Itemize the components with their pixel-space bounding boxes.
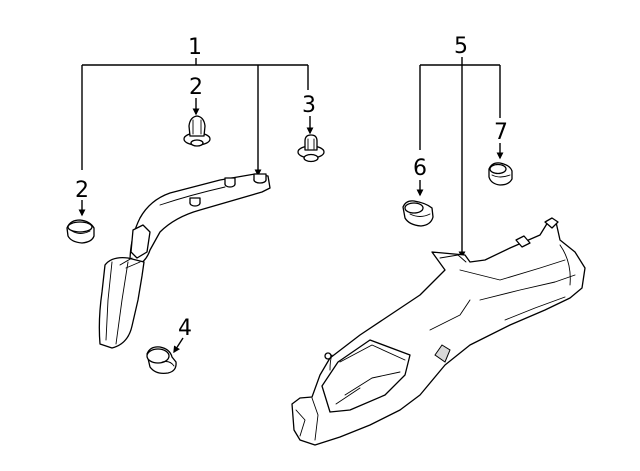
leader-lines-1 (78, 58, 314, 354)
callout-4: 4 (178, 316, 192, 341)
clip-2-top (183, 115, 211, 147)
callout-2-left: 2 (75, 178, 89, 203)
clip-7 (488, 162, 513, 186)
leader-lines-5 (416, 57, 504, 259)
callout-7: 7 (494, 120, 508, 145)
pillar-trim-1 (98, 173, 271, 349)
callout-3: 3 (302, 93, 316, 118)
clip-2-left (66, 219, 95, 244)
callout-1: 1 (188, 35, 202, 60)
quarter-trim-panel-5 (291, 217, 586, 446)
clip-3 (297, 134, 325, 163)
clip-6 (402, 200, 434, 227)
clip-4 (146, 346, 177, 375)
callout-5: 5 (454, 34, 468, 59)
callout-2-top: 2 (189, 75, 203, 100)
callout-6: 6 (413, 156, 427, 181)
